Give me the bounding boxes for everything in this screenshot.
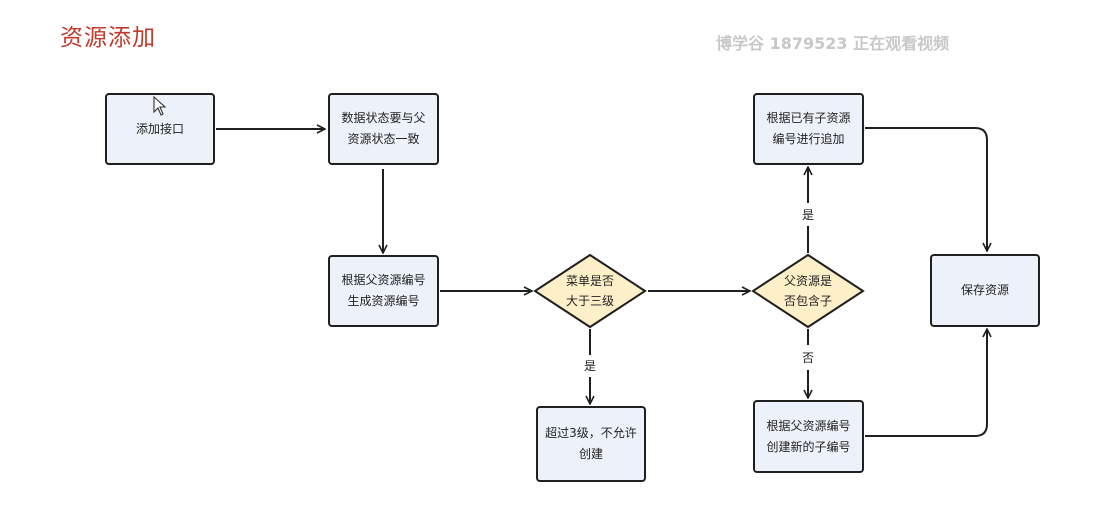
node-status-same: 数据状态要与父 资源状态一致	[328, 93, 439, 165]
watermark: 博学谷 1879523 正在观看视频	[716, 34, 950, 53]
diamond-has-child	[751, 253, 865, 329]
edge-label-haschild-yes: 是	[802, 207, 815, 223]
edge-label-over3-yes: 是	[584, 358, 597, 374]
node-create-new: 根据父资源编号 创建新的子编号	[753, 400, 864, 473]
diamond-label-has-child: 父资源是 否包含子	[783, 274, 832, 308]
edge-createnew-to-save	[865, 329, 987, 437]
node-save: 保存资源	[930, 254, 1040, 327]
node-gen-code: 根据父资源编号 生成资源编号	[328, 255, 439, 327]
mouse-cursor-icon	[153, 96, 167, 116]
node-no-create: 超过3级，不允许 创建	[536, 406, 646, 482]
diamond-menu-over3	[533, 253, 647, 329]
edge-label-haschild-no: 否	[802, 350, 815, 366]
page-title: 资源添加	[60, 25, 156, 51]
diamond-label-menu-over3: 菜单是否 大于三级	[565, 274, 614, 308]
edge-existing-to-save	[865, 127, 987, 251]
node-by-existing: 根据已有子资源 编号进行追加	[753, 93, 864, 165]
